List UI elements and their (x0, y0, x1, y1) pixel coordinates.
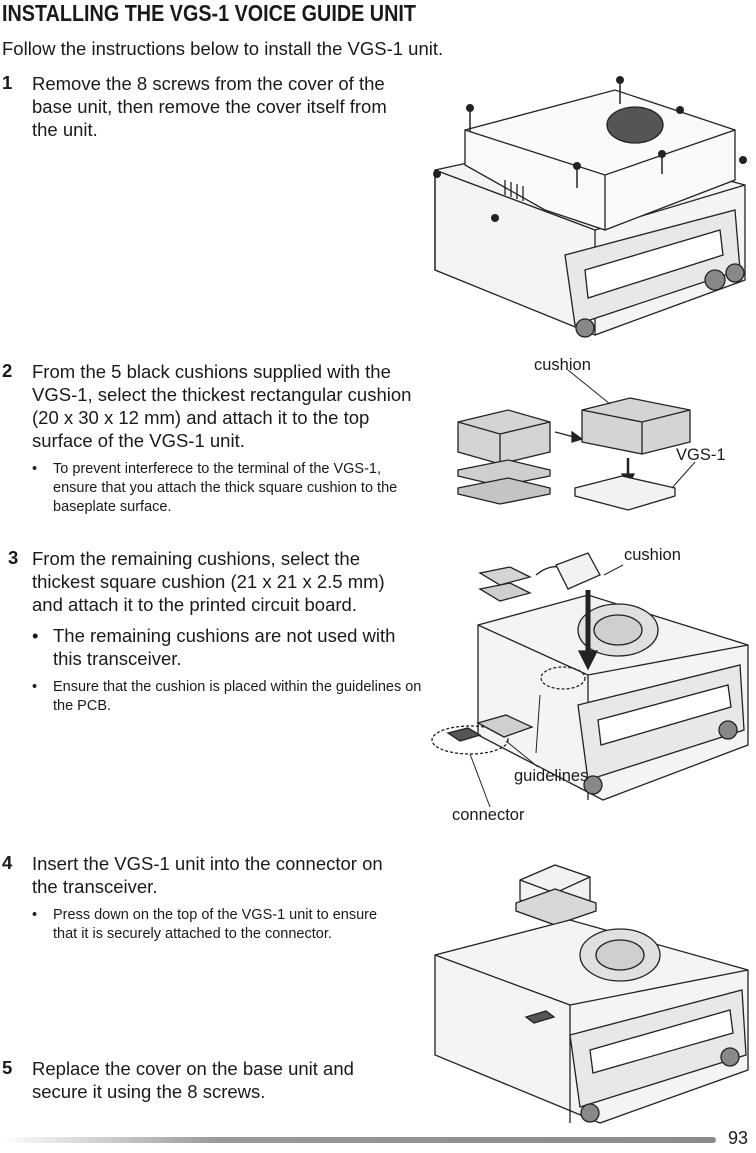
label-connector: connector (452, 806, 525, 824)
bullet-text: The remaining cushions are not used with… (53, 625, 396, 669)
step-number: 3 (8, 547, 19, 568)
step-2: 2 From the 5 black cushions supplied wit… (0, 360, 420, 517)
bullet-glyph: • (32, 625, 39, 646)
pcb-cushion-illustration (431, 552, 749, 808)
bullet-glyph: • (32, 461, 38, 477)
step-bullet: • Press down on the top of the VGS-1 uni… (32, 906, 403, 944)
bullet-text: Ensure that the cushion is placed within… (53, 679, 422, 714)
bullet-glyph: • (32, 907, 38, 923)
cover-removal-illustration (433, 76, 747, 338)
step-text: From the remaining cushions, select the … (32, 548, 385, 615)
step-3: 3 From the remaining cushions, select th… (0, 547, 423, 716)
step-4: 4 Insert the VGS-1 unit into the connect… (0, 852, 420, 944)
step-bullet: • Ensure that the cushion is placed with… (32, 678, 423, 716)
step-5: 5 Replace the cover on the base unit and… (0, 1057, 420, 1103)
step-1: 1 Remove the 8 screws from the cover of … (0, 72, 420, 141)
bullet-glyph: • (32, 679, 38, 695)
bullet-text: To prevent interferece to the terminal o… (53, 461, 398, 515)
vgs-1-insert-illustration (434, 864, 749, 1124)
step-text: Remove the 8 screws from the cover of th… (32, 73, 387, 140)
step-bullet: • To prevent interferece to the terminal… (32, 460, 423, 517)
bullet-text: Press down on the top of the VGS-1 unit … (53, 907, 378, 942)
page-title: INSTALLING THE VGS-1 VOICE GUIDE UNIT (2, 0, 416, 26)
step-text: Insert the VGS-1 unit into the connector… (32, 853, 383, 897)
label-cushion: cushion (534, 356, 591, 374)
label-guidelines: guidelines (514, 767, 589, 785)
step-number: 5 (2, 1057, 13, 1078)
intro-text: Follow the instructions below to install… (2, 38, 444, 59)
step-text: From the 5 black cushions supplied with … (32, 361, 412, 451)
step-text: Replace the cover on the base unit and s… (32, 1058, 354, 1102)
label-cushion: cushion (624, 546, 681, 564)
page-number: 93 (727, 1128, 748, 1148)
footer-divider (0, 1137, 716, 1143)
cushion-attach-illustration (457, 370, 696, 511)
step-bullet: • The remaining cushions are not used wi… (32, 624, 403, 670)
step-number: 4 (2, 852, 13, 873)
step-number: 1 (2, 72, 13, 93)
step-number: 2 (2, 360, 13, 381)
label-vgs-1: VGS-1 (676, 446, 726, 464)
